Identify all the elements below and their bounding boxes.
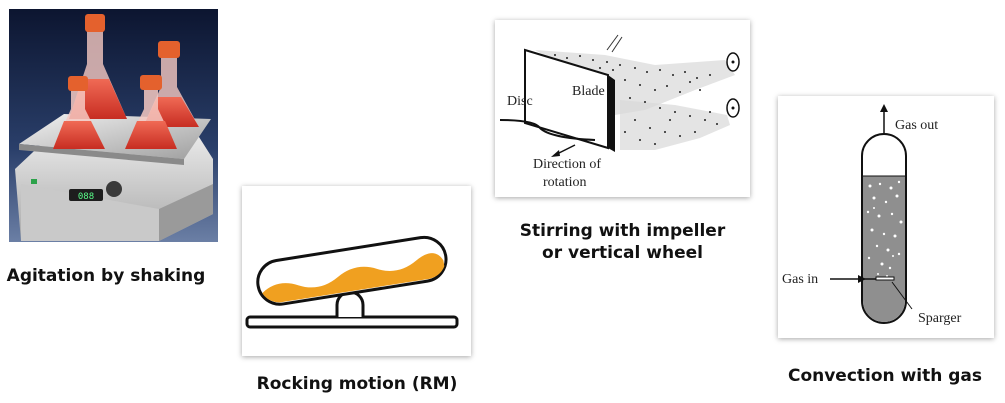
knob-icon xyxy=(106,181,122,197)
label-disc: Disc xyxy=(507,94,533,109)
rocking-diagram xyxy=(242,186,471,356)
liquid-column xyxy=(863,176,905,322)
gas-out-arrow-icon xyxy=(880,104,888,112)
caption-shaking: Agitation by shaking xyxy=(0,265,212,287)
label-gas-out: Gas out xyxy=(895,118,938,133)
label-sparger: Sparger xyxy=(918,311,962,326)
rocking-diagram-panel xyxy=(242,186,471,356)
arrow-icon xyxy=(551,150,560,157)
impeller-diagram-panel: Disc Blade Direction of rotation xyxy=(495,20,750,197)
caption-stirring-line2: or vertical wheel xyxy=(495,242,750,264)
label-direction-1: Direction of xyxy=(533,157,601,172)
shaker-photo: 088 xyxy=(9,9,218,242)
shaker-display: 088 xyxy=(78,192,94,202)
shaker-illustration: 088 xyxy=(9,9,218,242)
caption-stirring: Stirring with impeller or vertical wheel xyxy=(495,220,750,264)
label-gas-in: Gas in xyxy=(782,272,818,287)
caption-stirring-line1: Stirring with impeller xyxy=(495,220,750,242)
gas-column-diagram: Gas out Gas in Sparger xyxy=(778,96,994,338)
label-direction-2: rotation xyxy=(543,175,587,190)
label-blade: Blade xyxy=(572,84,605,99)
caption-rocking: Rocking motion (RM) xyxy=(235,373,479,395)
impeller-diagram: Disc Blade Direction of rotation xyxy=(495,20,750,197)
gas-column-panel: Gas out Gas in Sparger xyxy=(778,96,994,338)
caption-gas: Convection with gas xyxy=(770,365,1000,387)
